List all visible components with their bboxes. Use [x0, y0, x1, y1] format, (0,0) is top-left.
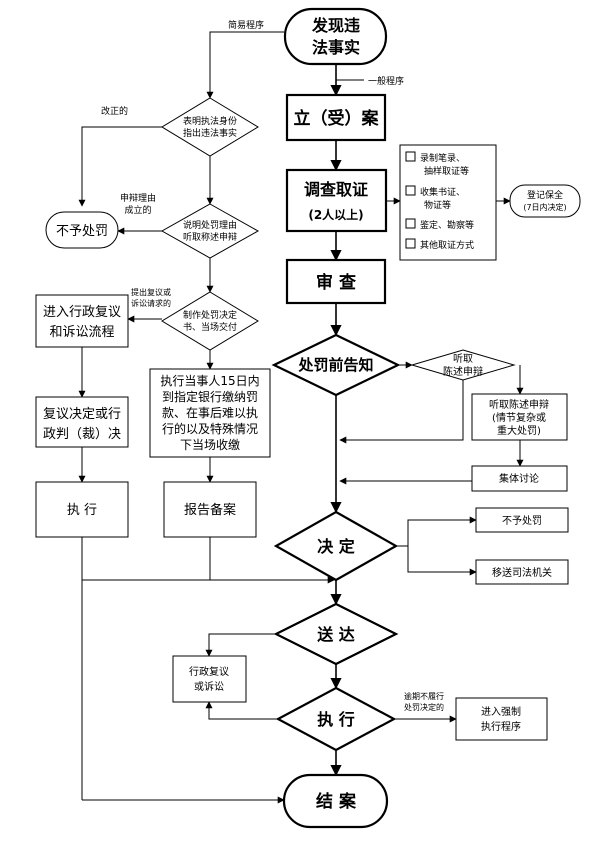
evidence-opt-4: 其他取证方式	[420, 239, 474, 251]
node-discover: 发现违 法事实	[283, 7, 388, 66]
node-report-file: 报告备案	[163, 481, 257, 538]
node-onsite-pay-line3: 款、在事后难以执	[162, 406, 258, 420]
node-deliver-label: 送 达	[316, 625, 355, 644]
node-review-result-line1: 复议决定或行	[43, 407, 121, 422]
node-file-case: 立（受）案	[285, 93, 387, 142]
label-overdue-1: 逾期不履行	[404, 691, 444, 701]
node-enter-review-line1: 进入行政复议	[43, 305, 121, 320]
evidence-opt-2b: 物证等	[424, 199, 451, 211]
node-explain-line2: 听取称述申辩	[183, 231, 237, 243]
evidence-opt-1: 录制笔录、	[420, 152, 465, 164]
evidence-opt-1b: 抽样取证等	[424, 165, 469, 177]
node-reconsider-line2: 或诉讼	[194, 680, 224, 693]
checkbox-2	[405, 185, 416, 196]
node-onsite-pay-line5: 下当场收缴	[180, 437, 240, 452]
evidence-opt-3: 鉴定、勘察等	[420, 219, 474, 231]
label-general-procedure: 一般程序	[368, 75, 404, 87]
label-overdue-2: 处罚决定的	[404, 702, 444, 712]
node-make-decision-line2: 书、当场交付	[183, 321, 237, 333]
node-hear-box: 听取陈述申辩 (情节复杂或 重大处罚)	[471, 393, 568, 441]
node-collective-label: 集体讨论	[499, 472, 539, 485]
node-no-penalty-left: 不予处罚	[45, 211, 119, 249]
node-decide: 决 定	[273, 510, 399, 582]
node-hear-decision-line1: 听取	[453, 353, 473, 365]
node-show-id-line1: 表明执法身份	[183, 115, 237, 127]
node-make-decision: 制作处罚决定 书、当场交付	[161, 291, 259, 351]
node-execute-left: 执 行	[35, 481, 129, 538]
edge-labels: 简易程序 一般程序 改正的 申辩理由 成立的 提出复议或 诉讼请求的 逾期不履行…	[101, 19, 444, 712]
node-review-label: 审 查	[316, 272, 357, 293]
node-decide-label: 决 定	[317, 537, 355, 556]
node-no-penalty-right: 不予处罚	[475, 507, 569, 533]
node-enforce-line2: 执行程序	[481, 720, 521, 733]
node-onsite-pay-line2: 到指定银行缴纳罚	[162, 389, 258, 404]
node-investigate: 调查取证 (2人以上)	[285, 168, 388, 233]
node-register-preserve: 登记保全 (7日内决定)	[509, 184, 581, 218]
node-reconsider-line1: 行政复议	[189, 665, 229, 678]
node-explain-line1: 说明处罚理由	[183, 219, 237, 231]
node-hear-box-line1: 听取陈述申辩	[489, 398, 549, 411]
node-pre-notice-label: 处罚前告知	[297, 356, 373, 374]
node-review-result-line2: 政判（裁）决	[43, 426, 121, 442]
node-make-decision-line1: 制作处罚决定	[183, 309, 237, 321]
label-corrected: 改正的	[101, 105, 128, 117]
node-hear-decision: 听取 陈述申辩	[410, 349, 516, 381]
node-register-line2: (7日内决定)	[523, 202, 566, 212]
node-hear-box-line3: 重大处罚)	[497, 424, 541, 437]
checkbox-1	[405, 151, 416, 162]
node-review: 审 查	[285, 258, 387, 305]
node-investigate-line2: (2人以上)	[308, 207, 363, 222]
node-onsite-pay-line4: 行的以及特殊情况	[162, 421, 258, 436]
label-apply-review-2: 诉讼请求的	[131, 298, 171, 308]
node-no-penalty-right-label: 不予处罚	[502, 515, 542, 527]
node-report-file-label: 报告备案	[184, 502, 236, 518]
label-defense-reason-1: 申辩理由	[120, 192, 156, 204]
node-evidence-options: 录制笔录、 抽样取证等 收集书证、 物证等 鉴定、勘察等 其他取证方式	[399, 144, 497, 261]
node-collective: 集体讨论	[471, 465, 568, 492]
node-execute-label: 执 行	[317, 710, 355, 729]
evidence-opt-2: 收集书证、	[420, 186, 465, 198]
node-close-case: 结 案	[282, 773, 389, 829]
node-execute-left-label: 执 行	[67, 503, 97, 518]
node-transfer-judicial: 移送司法机关	[475, 559, 569, 585]
node-file-case-label: 立（受）案	[294, 108, 380, 129]
node-onsite-pay-line1: 执行当事人15日内	[160, 374, 259, 388]
node-pre-notice: 处罚前告知	[271, 333, 401, 397]
node-enforce: 进入强制 执行程序	[455, 697, 548, 741]
label-apply-review-1: 提出复议或	[131, 287, 171, 297]
node-show-id-line2: 指出违法事实	[183, 127, 237, 139]
node-enforce-line1: 进入强制	[481, 705, 521, 718]
node-reconsider-right: 行政复议 或诉讼	[172, 655, 247, 703]
node-hear-box-line2: (情节复杂或	[492, 411, 546, 424]
node-explain: 说明处罚理由 听取称述申辩	[160, 203, 260, 259]
node-enter-review-line2: 和诉讼流程	[49, 325, 114, 340]
node-register-line1: 登记保全	[527, 189, 563, 201]
node-discover-line1: 发现违	[311, 16, 360, 35]
node-review-result: 复议决定或行 政判（裁）决	[35, 396, 129, 448]
checkbox-4	[405, 238, 416, 249]
node-discover-line2: 法事实	[312, 38, 360, 57]
node-close-case-label: 结 案	[316, 791, 357, 812]
node-deliver: 送 达	[273, 602, 399, 666]
node-show-id: 表明执法身份 指出违法事实	[161, 97, 259, 157]
node-hear-decision-line2: 陈述申辩	[443, 365, 483, 378]
node-enter-review: 进入行政复议 和诉讼流程	[35, 294, 129, 348]
node-no-penalty-left-label: 不予处罚	[56, 224, 108, 239]
edges	[78, 31, 524, 804]
label-simple-procedure: 简易程序	[228, 19, 264, 31]
node-execute: 执 行	[275, 686, 397, 752]
label-defense-reason-2: 成立的	[124, 204, 151, 216]
node-onsite-pay: 执行当事人15日内 到指定银行缴纳罚 款、在事后难以执 行的以及特殊情况 下当场…	[149, 368, 271, 458]
node-investigate-line1: 调查取证	[304, 180, 368, 199]
checkbox-3	[405, 218, 416, 229]
node-transfer-judicial-label: 移送司法机关	[492, 566, 552, 579]
